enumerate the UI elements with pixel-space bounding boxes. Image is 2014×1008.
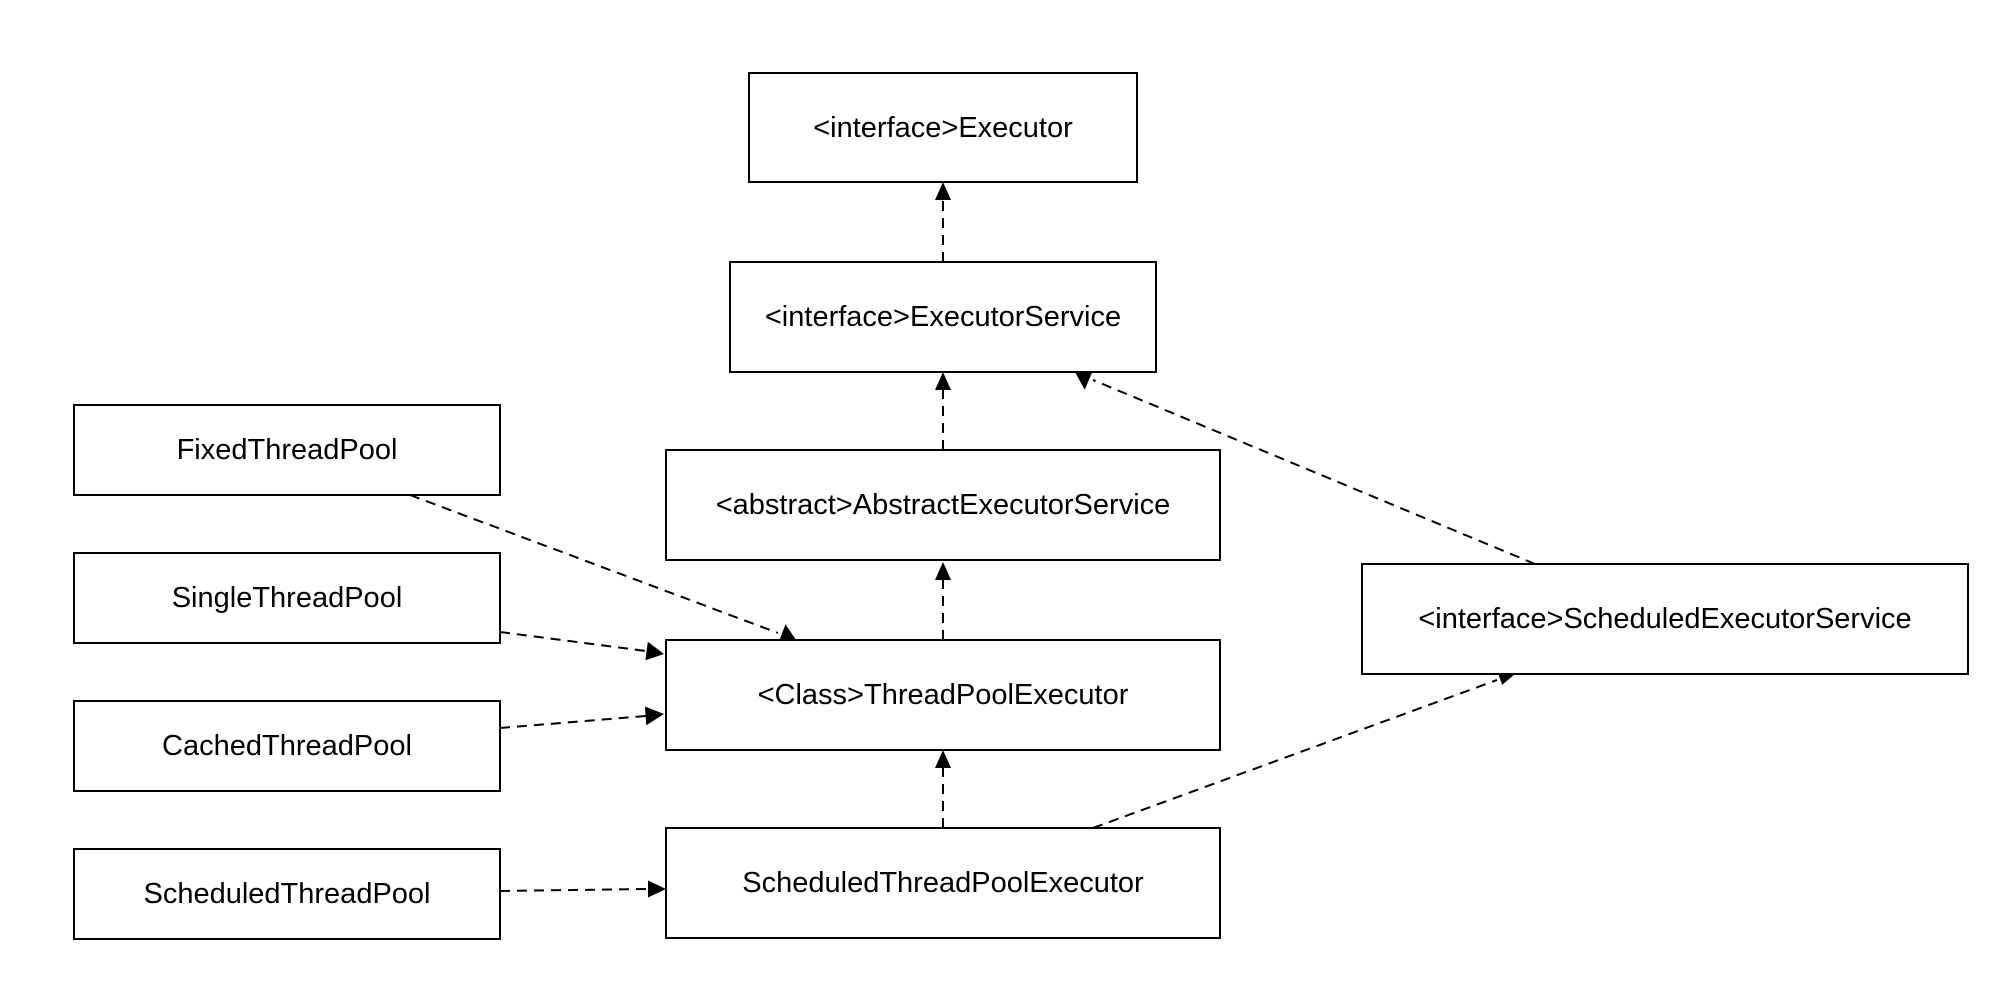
node-executor: <interface>Executor: [748, 72, 1138, 183]
node-abstract-executor-service: <abstract>AbstractExecutorService: [665, 449, 1221, 561]
node-executor-service: <interface>ExecutorService: [729, 261, 1157, 373]
edge-abstract-executor-service-to-executor-service: [935, 372, 951, 450]
node-cached-thread-pool-label: CachedThreadPool: [162, 730, 412, 762]
edge-fixed-thread-pool-to-thread-pool-executor: [409, 494, 796, 642]
node-single-thread-pool-label: SingleThreadPool: [172, 582, 403, 614]
edge-single-thread-pool-to-thread-pool-executor: [499, 631, 664, 661]
node-scheduled-executor-service-label: <interface>ScheduledExecutorService: [1418, 603, 1911, 635]
node-thread-pool-executor: <Class>ThreadPoolExecutor: [665, 639, 1221, 751]
node-abstract-executor-service-label: <abstract>AbstractExecutorService: [716, 489, 1171, 521]
edge-cached-thread-pool-to-thread-pool-executor: [499, 706, 664, 729]
node-executor-service-label: <interface>ExecutorService: [765, 301, 1121, 333]
node-cached-thread-pool: CachedThreadPool: [73, 700, 501, 792]
node-scheduled-executor-service: <interface>ScheduledExecutorService: [1361, 563, 1969, 675]
edge-scheduled-executor-service-to-executor-service: [1075, 372, 1536, 565]
edge-scheduled-thread-pool-to-scheduled-thread-pool-executor: [499, 880, 666, 898]
node-scheduled-thread-pool-executor-label: ScheduledThreadPoolExecutor: [742, 867, 1144, 899]
edge-scheduled-thread-pool-executor-to-thread-pool-executor: [935, 750, 951, 828]
edges: [409, 182, 1536, 898]
node-single-thread-pool: SingleThreadPool: [73, 552, 501, 644]
edge-thread-pool-executor-to-abstract-executor-service: [935, 562, 951, 640]
node-scheduled-thread-pool-label: ScheduledThreadPool: [144, 878, 431, 910]
node-executor-label: <interface>Executor: [813, 112, 1073, 144]
nodes: <interface>Executor <interface>ExecutorS…: [73, 72, 1969, 940]
node-fixed-thread-pool-label: FixedThreadPool: [177, 434, 398, 466]
node-scheduled-thread-pool: ScheduledThreadPool: [73, 848, 501, 940]
node-scheduled-thread-pool-executor: ScheduledThreadPoolExecutor: [665, 827, 1221, 939]
node-thread-pool-executor-label: <Class>ThreadPoolExecutor: [758, 679, 1129, 711]
node-fixed-thread-pool: FixedThreadPool: [73, 404, 501, 496]
edge-executor-service-to-executor: [935, 182, 951, 262]
